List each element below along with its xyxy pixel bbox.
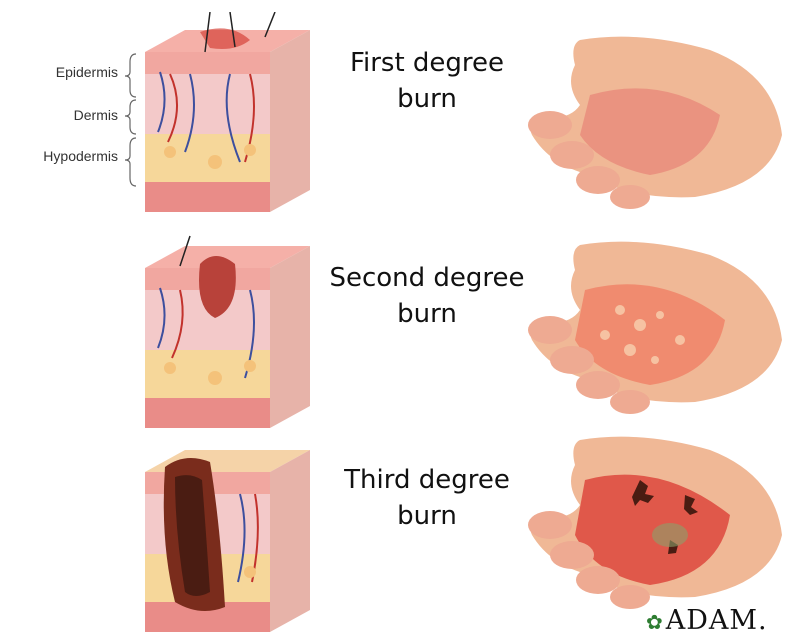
dermis-label: Dermis [8, 107, 118, 123]
epidermis-label: Epidermis [8, 64, 118, 80]
hypodermis-label: Hypodermis [8, 148, 118, 164]
caption-third-degree-line2: burn [307, 498, 547, 534]
hand-second-degree-burn [520, 230, 790, 415]
caption-second-degree-line1: Second degree [307, 260, 547, 296]
caption-first-degree-line2: burn [307, 81, 547, 117]
caption-first-degree: First degree burn [307, 45, 547, 117]
caption-third-degree: Third degree burn [307, 462, 547, 534]
hand-third-degree-burn [520, 425, 790, 610]
adam-logo: ✿ADAM. [646, 605, 768, 636]
skin-cross-section-third-degree [140, 432, 315, 632]
leaf-icon: ✿ [646, 610, 664, 634]
layer-braces [122, 52, 142, 202]
hand-first-degree-burn [520, 25, 790, 210]
caption-first-degree-line1: First degree [307, 45, 547, 81]
skin-cross-section-second-degree [140, 228, 315, 428]
caption-second-degree-line2: burn [307, 296, 547, 332]
caption-second-degree: Second degree burn [307, 260, 547, 332]
skin-cross-section-first-degree [140, 12, 315, 212]
caption-third-degree-line1: Third degree [307, 462, 547, 498]
adam-logo-text: ADAM. [666, 605, 768, 636]
